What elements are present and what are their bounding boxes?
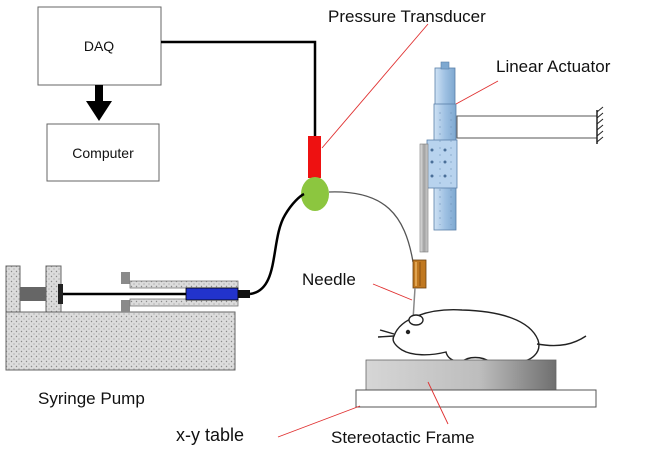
linear-actuator-label: Linear Actuator [496, 57, 611, 76]
computer-box: Computer [46, 123, 160, 182]
computer-label: Computer [72, 145, 134, 161]
needle-assembly [412, 259, 427, 321]
stereotactic-frame-label: Stereotactic Frame [331, 428, 475, 447]
syringe-pump-label: Syringe Pump [38, 389, 145, 408]
xy-table-label: x-y table [176, 425, 244, 445]
stereotactic-frame [365, 359, 557, 391]
syringe-pump [5, 265, 250, 371]
wall-mount-hatch-icon [596, 106, 604, 143]
pressure-transducer [308, 136, 321, 178]
pressure-transducer-label: Pressure Transducer [328, 7, 486, 26]
pump-tubing [249, 192, 305, 296]
needle-tubing [328, 191, 414, 263]
daq-box: DAQ [37, 6, 162, 86]
daq-label: DAQ [84, 38, 114, 54]
callout-pressure-transducer [321, 23, 429, 149]
tubing-junction [301, 177, 329, 211]
callout-xy-table [277, 405, 361, 438]
callout-needle [372, 283, 413, 301]
arrow-down-icon [86, 85, 112, 121]
mouse-icon [377, 309, 587, 363]
daq-cable [161, 40, 317, 136]
needle-label: Needle [302, 270, 356, 289]
callout-linear-actuator [455, 80, 499, 105]
callout-stereotactic-frame [427, 381, 449, 425]
linear-actuator [419, 61, 598, 253]
xy-table [355, 389, 597, 408]
